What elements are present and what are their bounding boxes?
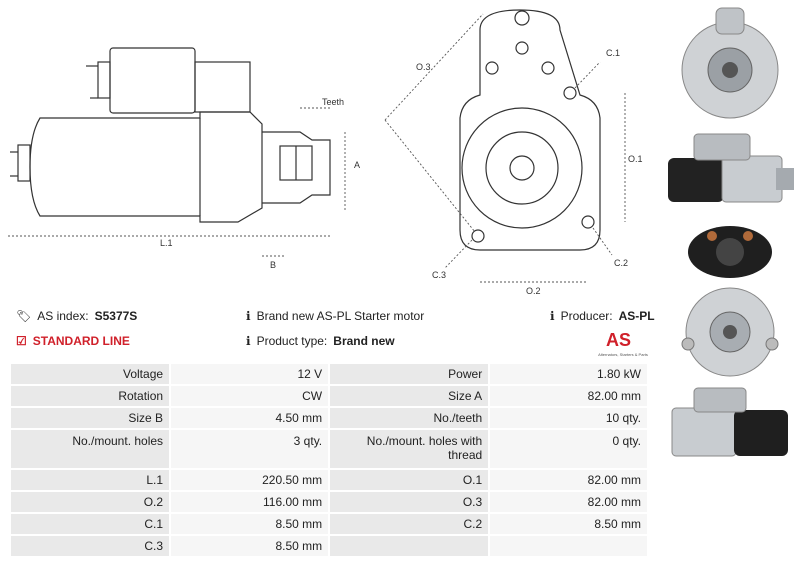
photo-rear-view [681,287,779,377]
spec-value: 116.00 mm [171,492,329,512]
spec-label: C.1 [11,514,170,534]
spec-label: No./teeth [330,408,489,428]
label-teeth: Teeth [322,97,344,107]
flange-outline [459,9,601,251]
as-pl-logo: AS Alternators, Starters & Parts [598,330,648,357]
spec-label: No./mount. holes [11,430,170,468]
spec-label: L.1 [11,470,170,490]
label-o3: O.3 [416,62,431,72]
spec-value: 1.80 kW [490,364,647,384]
product-photos [660,0,800,569]
spec-label: C.2 [330,514,489,534]
as-index-label: AS index: [37,309,89,323]
description-text: Brand new AS-PL Starter motor [256,309,425,323]
spec-value: 0 qty. [490,430,647,468]
producer-value: AS-PL [618,309,655,323]
info-icon: ℹ [246,334,251,348]
info-icon: ℹ [550,309,555,323]
description-info: ℹ Brand new AS-PL Starter motor [246,309,424,323]
spec-value: 220.50 mm [171,470,329,490]
spec-label [330,536,489,556]
as-index-info: 🏷 AS index: S5377S [16,309,137,323]
tag-icon: 🏷 [16,309,32,323]
product-type-label: Product type: [256,334,328,348]
info-icon: ℹ [246,309,251,323]
spec-value: 82.00 mm [490,492,647,512]
spec-label: O.3 [330,492,489,512]
solenoid-outline [109,47,196,114]
label-c3: C.3 [432,270,446,280]
logo-text: AS [606,330,631,350]
spec-label: C.3 [11,536,170,556]
photo-side-view [668,133,794,203]
label-o2: O.2 [526,286,541,296]
photo-front-view [664,4,796,126]
label-o1: O.1 [628,154,643,164]
logo-tagline: Alternators, Starters & Parts [598,352,648,357]
spec-label: Size B [11,408,170,428]
spec-value: CW [171,386,329,406]
product-type-value: Brand new [333,334,395,348]
standard-line-info: ☑ STANDARD LINE [16,334,130,348]
label-a: A [354,160,360,170]
spec-label: O.2 [11,492,170,512]
spec-value: 82.00 mm [490,470,647,490]
spec-value: 3 qty. [171,430,329,468]
label-c2: C.2 [614,258,628,268]
product-type-info: ℹ Product type: Brand new [246,334,395,348]
motor-body-outline [29,111,263,223]
spec-value [490,536,647,556]
photo-solenoid-view [688,226,772,278]
spec-label: Voltage [11,364,170,384]
spec-value: 8.50 mm [171,514,329,534]
spec-value: 10 qty. [490,408,647,428]
spec-value: 8.50 mm [490,514,647,534]
label-b: B [270,260,276,270]
standard-line-label: STANDARD LINE [32,334,130,348]
producer-info: ℹ Producer: AS-PL [550,309,655,323]
as-index-value: S5377S [94,309,138,323]
spec-label: Rotation [11,386,170,406]
spec-label: Size A [330,386,489,406]
check-icon: ☑ [16,334,27,348]
spec-value: 82.00 mm [490,386,647,406]
spec-label: O.1 [330,470,489,490]
label-c1: C.1 [606,48,620,58]
technical-diagram: Teeth A B L.1 O.3 O.1 O.2 C.1 C.2 C.3 [8,9,643,296]
spec-label: No./mount. holes with thread [330,430,489,468]
producer-label: Producer: [560,309,613,323]
spec-value: 8.50 mm [171,536,329,556]
label-l1: L.1 [160,238,173,248]
spec-label: Power [330,364,489,384]
spec-value: 12 V [171,364,329,384]
spec-value: 4.50 mm [171,408,329,428]
photo-side-view-2 [671,387,788,457]
